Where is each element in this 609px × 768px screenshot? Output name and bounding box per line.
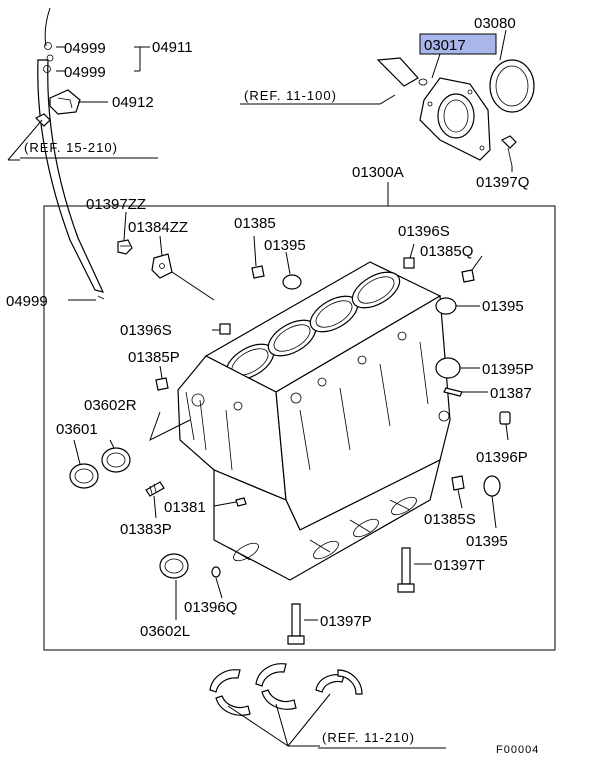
label-01395-right: 01395 — [482, 298, 524, 315]
label-01396S-left: 01396S — [120, 322, 172, 339]
label-01385Q: 01385Q — [420, 243, 473, 260]
label-03080: 03080 — [474, 15, 516, 32]
leader-03017 — [431, 53, 441, 79]
leader-ref-11-100 — [240, 94, 396, 105]
label-01383P: 01383P — [120, 521, 172, 538]
label-01397T: 01397T — [434, 557, 485, 574]
label-01396S-upper: 01396S — [398, 223, 450, 240]
label-01397ZZ: 01397ZZ — [86, 196, 146, 213]
label-01300A: 01300A — [352, 164, 404, 181]
outside-small-parts — [117, 211, 215, 301]
label-01395-upper: 01395 — [264, 237, 306, 254]
leader-03080 — [499, 29, 507, 61]
label-03017: 03017 — [424, 37, 466, 54]
rear-oil-seal-group — [376, 33, 535, 167]
block-components — [69, 257, 511, 645]
label-01381: 01381 — [164, 499, 206, 516]
highlight-03017 — [419, 33, 497, 55]
label-01395-lower: 01395 — [466, 533, 508, 550]
dipstick-assembly — [34, 7, 105, 300]
label-04912: 04912 — [112, 94, 154, 111]
label-01385P: 01385P — [128, 349, 180, 366]
label-01387: 01387 — [490, 385, 532, 402]
label-01384ZZ: 01384ZZ — [128, 219, 188, 236]
dipstick-leaders — [7, 46, 150, 301]
label-01397P: 01397P — [320, 613, 372, 630]
label-03602L: 03602L — [140, 623, 190, 640]
label-01396P: 01396P — [476, 449, 528, 466]
label-04999-upper: 04999 — [64, 40, 106, 57]
label-04911: 04911 — [152, 39, 193, 56]
ref-11-100: (REF. 11-100) — [244, 88, 337, 103]
label-01395P: 01395P — [482, 361, 534, 378]
ref-11-210: (REF. 11-210) — [322, 730, 415, 745]
block-leaders — [73, 235, 509, 621]
label-03602R: 03602R — [84, 397, 137, 414]
label-01397Q: 01397Q — [476, 174, 529, 191]
label-01385S: 01385S — [424, 511, 476, 528]
label-03601: 03601 — [56, 421, 98, 438]
cylinder-block — [177, 261, 451, 581]
label-04999-lower: 04999 — [64, 64, 106, 81]
figure-id: F00004 — [496, 744, 539, 756]
label-01396Q: 01396Q — [184, 599, 237, 616]
label-04999-tip: 04999 — [6, 293, 48, 310]
label-01385: 01385 — [234, 215, 276, 232]
block-assembly-frame — [43, 205, 556, 651]
main-bearing-shells — [209, 663, 363, 747]
ref-15-210: (REF. 15-210) — [24, 140, 118, 155]
